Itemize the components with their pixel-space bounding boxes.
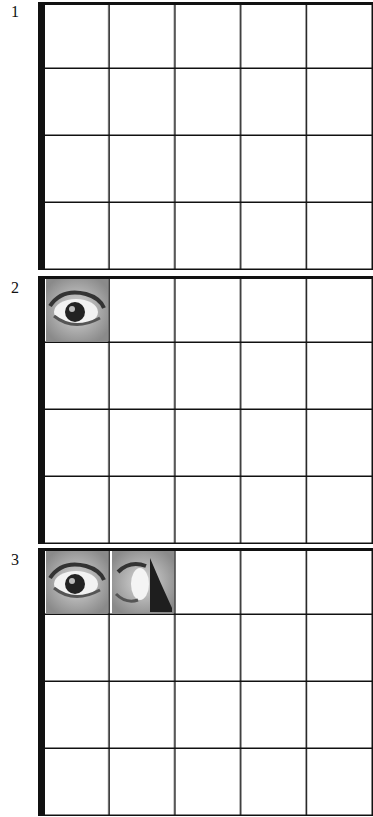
panel-number: 1 xyxy=(10,4,20,20)
panel-number: 2 xyxy=(10,280,20,296)
panel-number: 3 xyxy=(10,552,20,568)
